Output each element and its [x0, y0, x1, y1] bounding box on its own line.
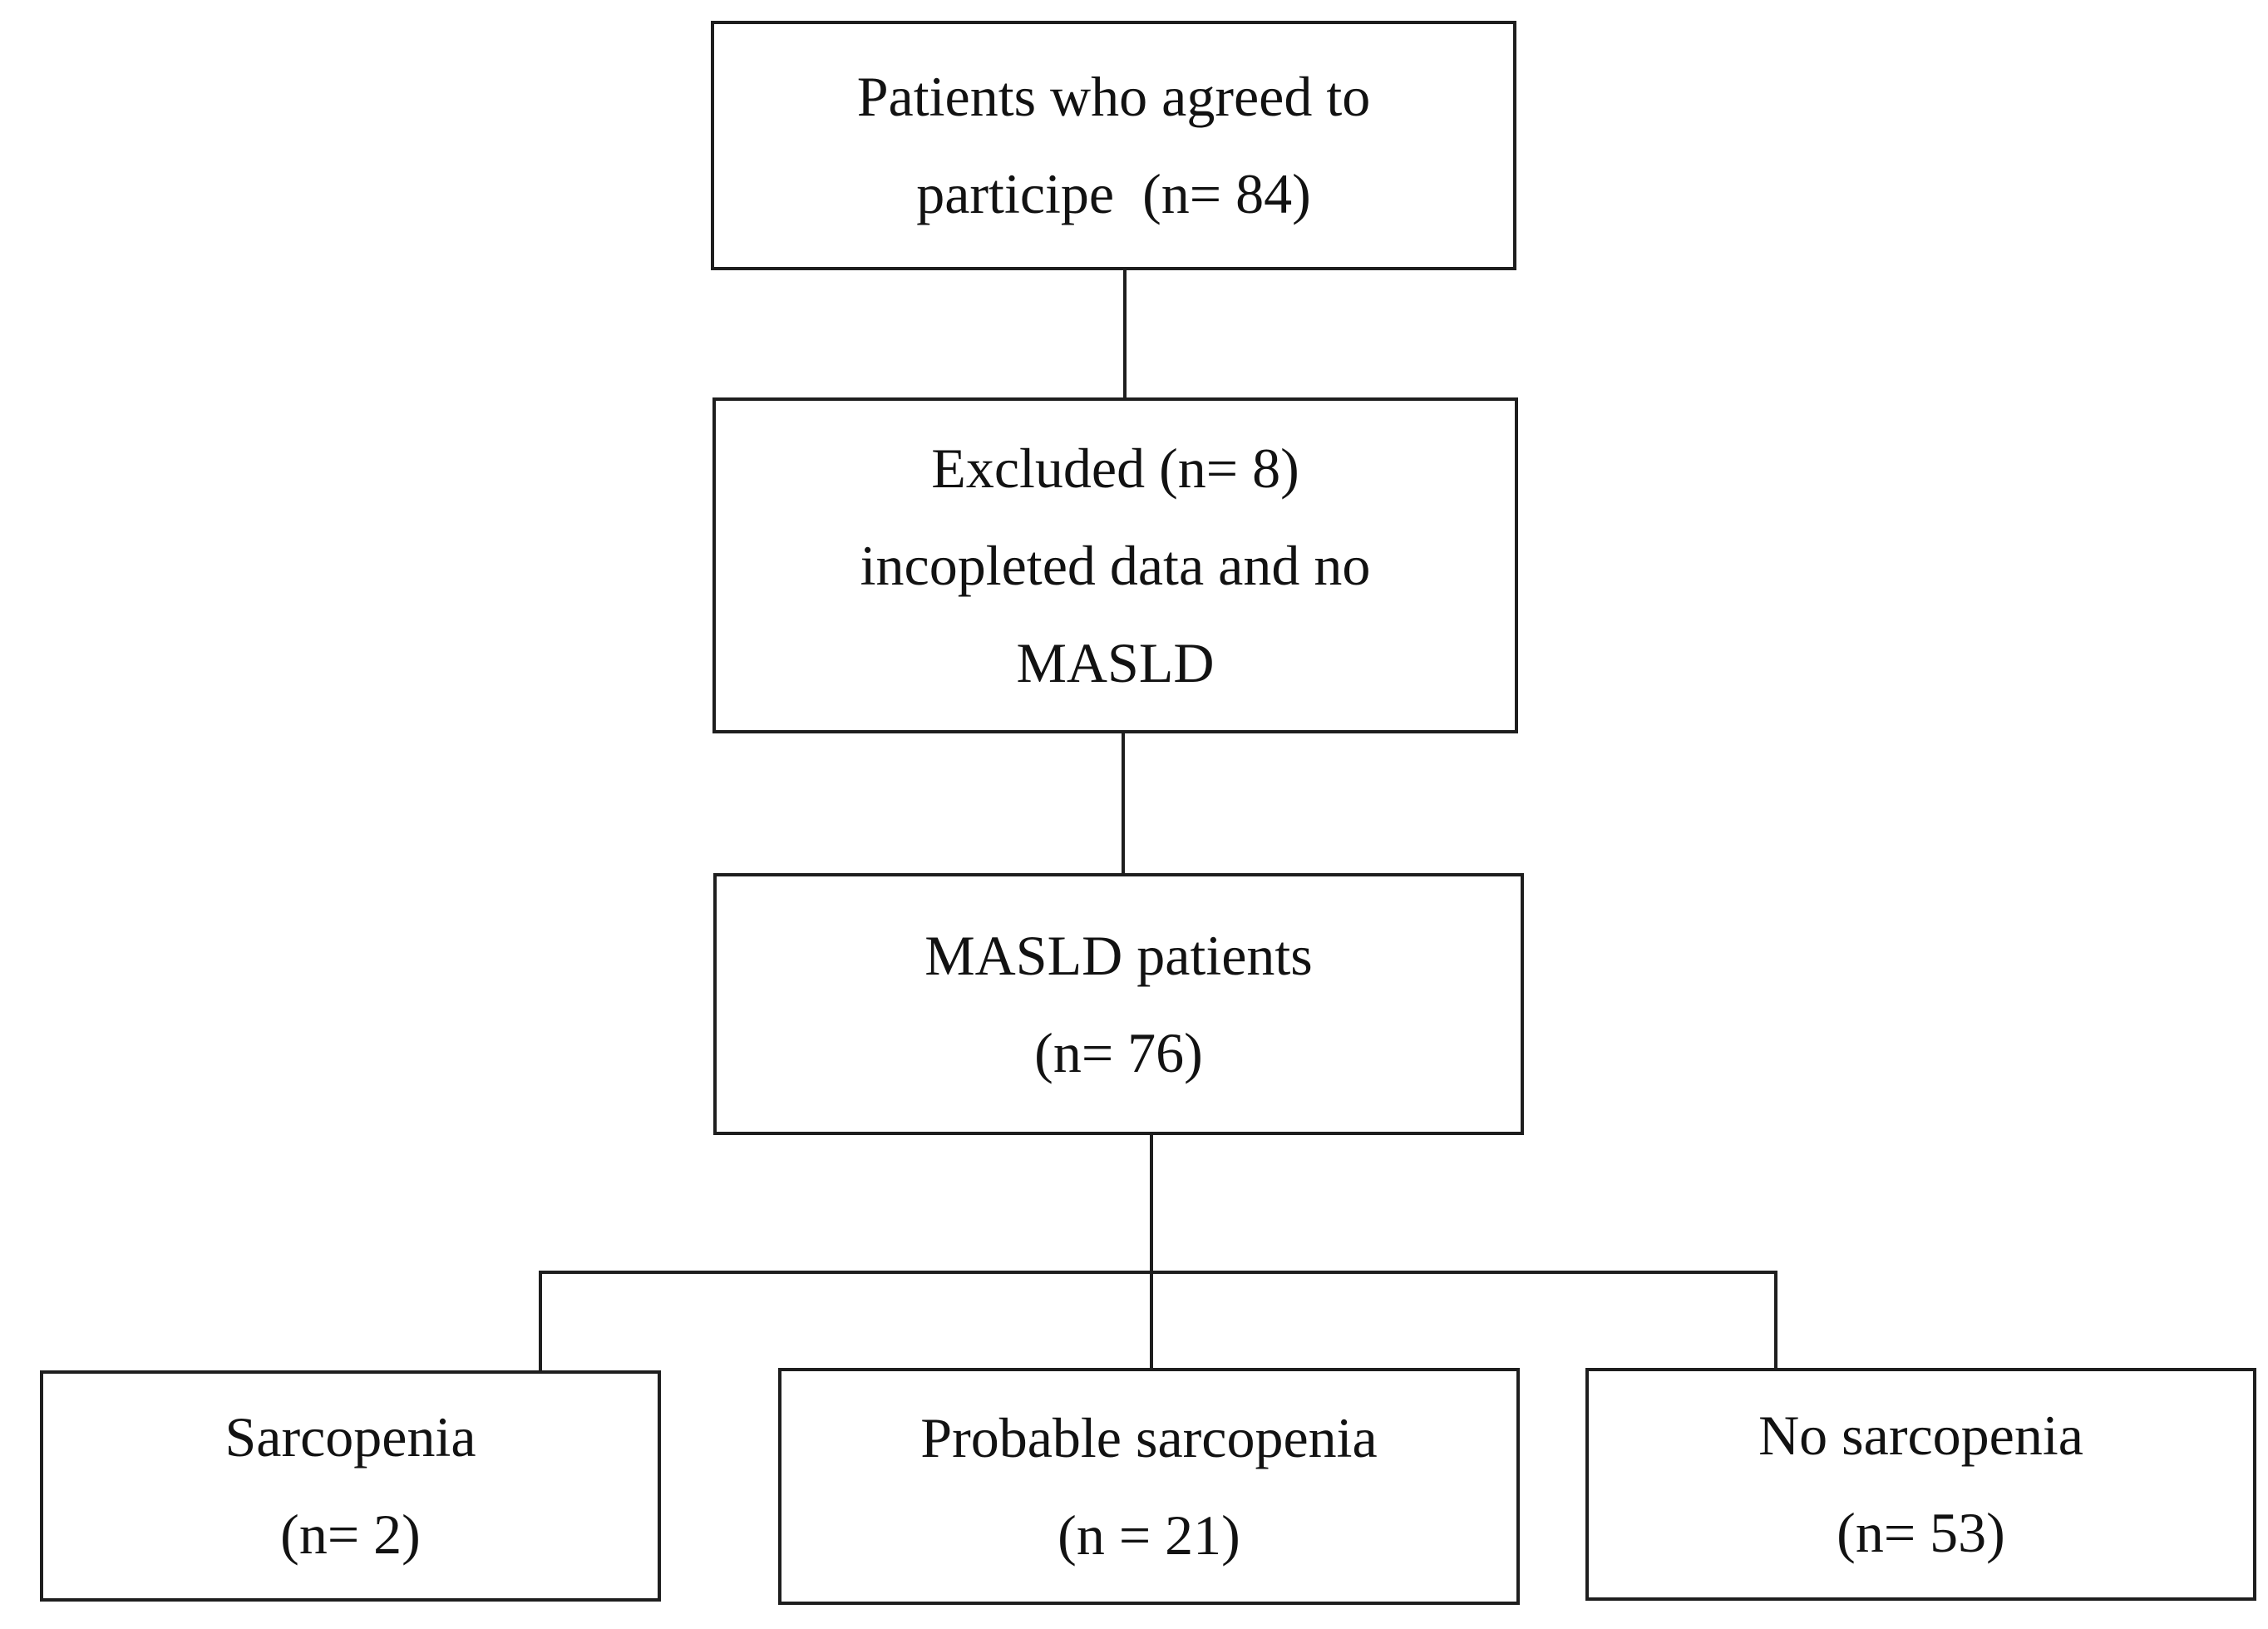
- node-sarcopenia-line-2: (n= 2): [280, 1503, 421, 1566]
- node-patients-agreed-line-1: Patients who agreed to: [856, 65, 1371, 128]
- node-no-sarcopenia-line-1: No sarcopenia: [1758, 1404, 2083, 1467]
- connector-agreed-to-excluded: [1123, 270, 1127, 397]
- node-probable-sarcopenia-line-1: Probable sarcopenia: [920, 1405, 1378, 1469]
- node-probable-sarcopenia: Probable sarcopenia (n = 21): [778, 1368, 1520, 1605]
- node-patients-agreed: Patients who agreed to participe (n= 84): [711, 21, 1516, 270]
- connector-excluded-to-masld: [1122, 733, 1125, 873]
- node-no-sarcopenia: No sarcopenia (n= 53): [1585, 1368, 2256, 1601]
- node-no-sarcopenia-line-2: (n= 53): [1837, 1501, 2005, 1564]
- node-patients-agreed-line-2: participe (n= 84): [916, 162, 1311, 225]
- node-excluded: Excluded (n= 8) incopleted data and no M…: [712, 397, 1518, 733]
- node-excluded-line-2: incopleted data and no: [860, 533, 1371, 597]
- node-excluded-line-3: MASLD: [1016, 630, 1215, 694]
- node-masld-patients: MASLD patients (n= 76): [713, 873, 1524, 1135]
- connector-branch-to-sarcopenia: [539, 1271, 542, 1370]
- node-masld-patients-line-2: (n= 76): [1034, 1020, 1203, 1084]
- connector-branch-to-no-sarcopenia: [1774, 1271, 1777, 1368]
- connector-branch-horizontal: [539, 1271, 1777, 1274]
- node-sarcopenia-line-1: Sarcopenia: [224, 1405, 476, 1469]
- node-masld-patients-line-1: MASLD patients: [924, 923, 1313, 987]
- connector-masld-to-branch: [1150, 1135, 1153, 1368]
- node-sarcopenia: Sarcopenia (n= 2): [40, 1370, 661, 1602]
- node-excluded-line-1: Excluded (n= 8): [931, 436, 1299, 500]
- node-probable-sarcopenia-line-2: (n = 21): [1058, 1503, 1240, 1567]
